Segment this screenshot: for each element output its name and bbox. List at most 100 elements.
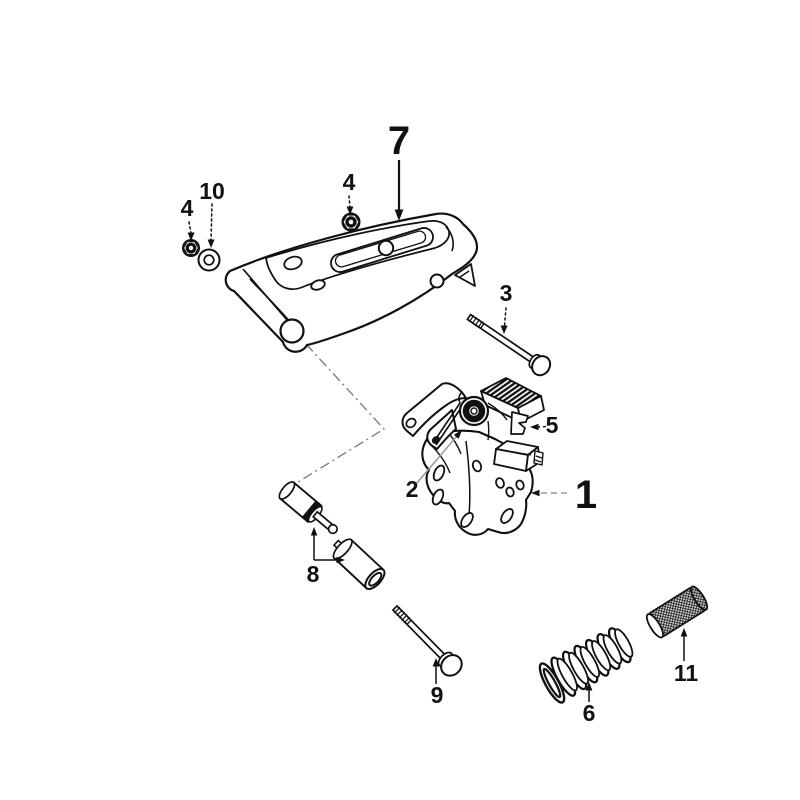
spring-coil — [607, 627, 634, 664]
part-washer — [197, 248, 221, 272]
callout-arrow — [453, 430, 462, 439]
bracket-web-line — [487, 402, 508, 441]
callout-arrow — [207, 239, 215, 248]
part-mounting-bracket — [401, 377, 545, 536]
stop-block-endcap — [533, 450, 544, 466]
callout-3: 3 — [500, 280, 513, 334]
callout-leader — [210, 203, 213, 241]
washer-bore — [203, 254, 215, 266]
part-coil-spring — [538, 627, 634, 704]
callout-label: 4 — [343, 169, 356, 195]
bracket-slot-hole — [432, 464, 446, 482]
spring-coil-edge — [579, 645, 601, 678]
bracket-hole — [471, 459, 483, 473]
callout-label: 4 — [181, 195, 194, 221]
callout-label: 8 — [307, 561, 320, 587]
nut-top-bore — [345, 216, 357, 228]
nut-left-hex — [182, 240, 200, 256]
spacer-small-rod-end — [327, 523, 339, 535]
callout-label: 6 — [583, 700, 596, 726]
part-pedal-arm — [224, 212, 479, 353]
callout-4-top: 4 — [343, 169, 356, 215]
part-nut-top — [341, 212, 361, 232]
pedal-arm-top-plate — [265, 220, 450, 291]
callout-9: 9 — [431, 658, 444, 708]
bolt-upper-head — [531, 355, 552, 377]
callout-arrow — [680, 628, 688, 637]
pedal-arm-slot-inner — [334, 230, 427, 268]
callout-arrow — [530, 423, 539, 431]
stop-block-topline — [501, 449, 532, 456]
callout-arrow — [394, 209, 404, 221]
bracket-hole — [515, 479, 525, 491]
callout-label: 1 — [575, 473, 597, 517]
pedal-arm-hook-tab — [454, 263, 476, 287]
spring-end-bore — [542, 667, 562, 699]
pad-hatched-top — [480, 377, 542, 409]
callout-arrow — [336, 556, 345, 564]
nut-left-bore — [185, 242, 197, 254]
bracket-fold-line — [465, 440, 471, 516]
part-nut-left — [182, 239, 200, 257]
pedal-arm-hole-right — [429, 273, 445, 289]
spring-coil-edge — [614, 628, 634, 658]
pedal-arm-tube-bore — [279, 318, 305, 344]
part-spacer-large — [332, 538, 386, 590]
pedal-arm-hook-line — [459, 270, 470, 278]
callout-leader — [348, 195, 351, 208]
spring-coil-edge — [568, 651, 589, 685]
bolt-upper-threads — [468, 315, 483, 329]
bracket-arm-upper — [401, 382, 467, 437]
callout-leader — [537, 425, 547, 428]
pedal-arm-nose-arc — [445, 226, 454, 252]
pivot-pin — [432, 402, 464, 446]
bracket-hole — [505, 486, 515, 498]
spring-coil — [550, 656, 578, 697]
callout-arrow — [310, 527, 318, 536]
spring-coil-edge — [602, 634, 623, 665]
part-pivot-bushing — [458, 395, 490, 427]
nut-top-hex — [342, 214, 360, 230]
spacer-large-end-bore — [368, 571, 383, 587]
callout-10: 10 — [199, 178, 225, 248]
callout-leader — [503, 307, 507, 327]
callout-label: 9 — [431, 682, 444, 708]
callout-arrow — [531, 489, 540, 497]
spring-coil-edge — [556, 657, 578, 692]
part-spacer-small — [278, 481, 339, 535]
rubber-sleeve-endcap — [690, 585, 709, 611]
callout-leader — [313, 534, 337, 561]
pivot-pin-hook — [458, 391, 464, 404]
bracket-slot-hole — [460, 512, 474, 528]
pedal-arm-hole-left — [283, 255, 303, 271]
callout-4-left: 4 — [181, 195, 195, 241]
bracket-arm-upper-hole — [405, 417, 417, 429]
callout-label: 11 — [674, 660, 699, 686]
part-rubber-sleeve — [645, 585, 709, 639]
pedal-arm-slot-hole — [377, 239, 395, 257]
callout-arrow — [432, 658, 440, 667]
callout-label: 3 — [500, 280, 513, 306]
callouts: 7 4 10 4 3 5 2 — [181, 119, 699, 726]
callout-arrow — [585, 682, 593, 691]
bolt-lower-head — [440, 654, 463, 677]
spring-front-coil — [538, 662, 566, 704]
callout-label: 10 — [199, 178, 225, 204]
assembly-centerline — [289, 343, 386, 488]
callout-7: 7 — [388, 119, 410, 221]
callout-8: 8 — [307, 527, 345, 587]
bushing-ring — [462, 399, 486, 423]
stop-block — [493, 440, 544, 472]
callout-5: 5 — [530, 412, 559, 438]
rubber-sleeve-opening — [645, 613, 664, 639]
callout-label: 5 — [546, 412, 559, 438]
callout-leader — [415, 435, 458, 485]
callout-arrow — [187, 232, 195, 241]
callout-arrow — [346, 206, 354, 215]
callout-leader — [188, 221, 192, 234]
part-bolt-lower — [391, 604, 463, 677]
flange-clip — [510, 411, 529, 435]
callout-arrow — [500, 325, 508, 334]
